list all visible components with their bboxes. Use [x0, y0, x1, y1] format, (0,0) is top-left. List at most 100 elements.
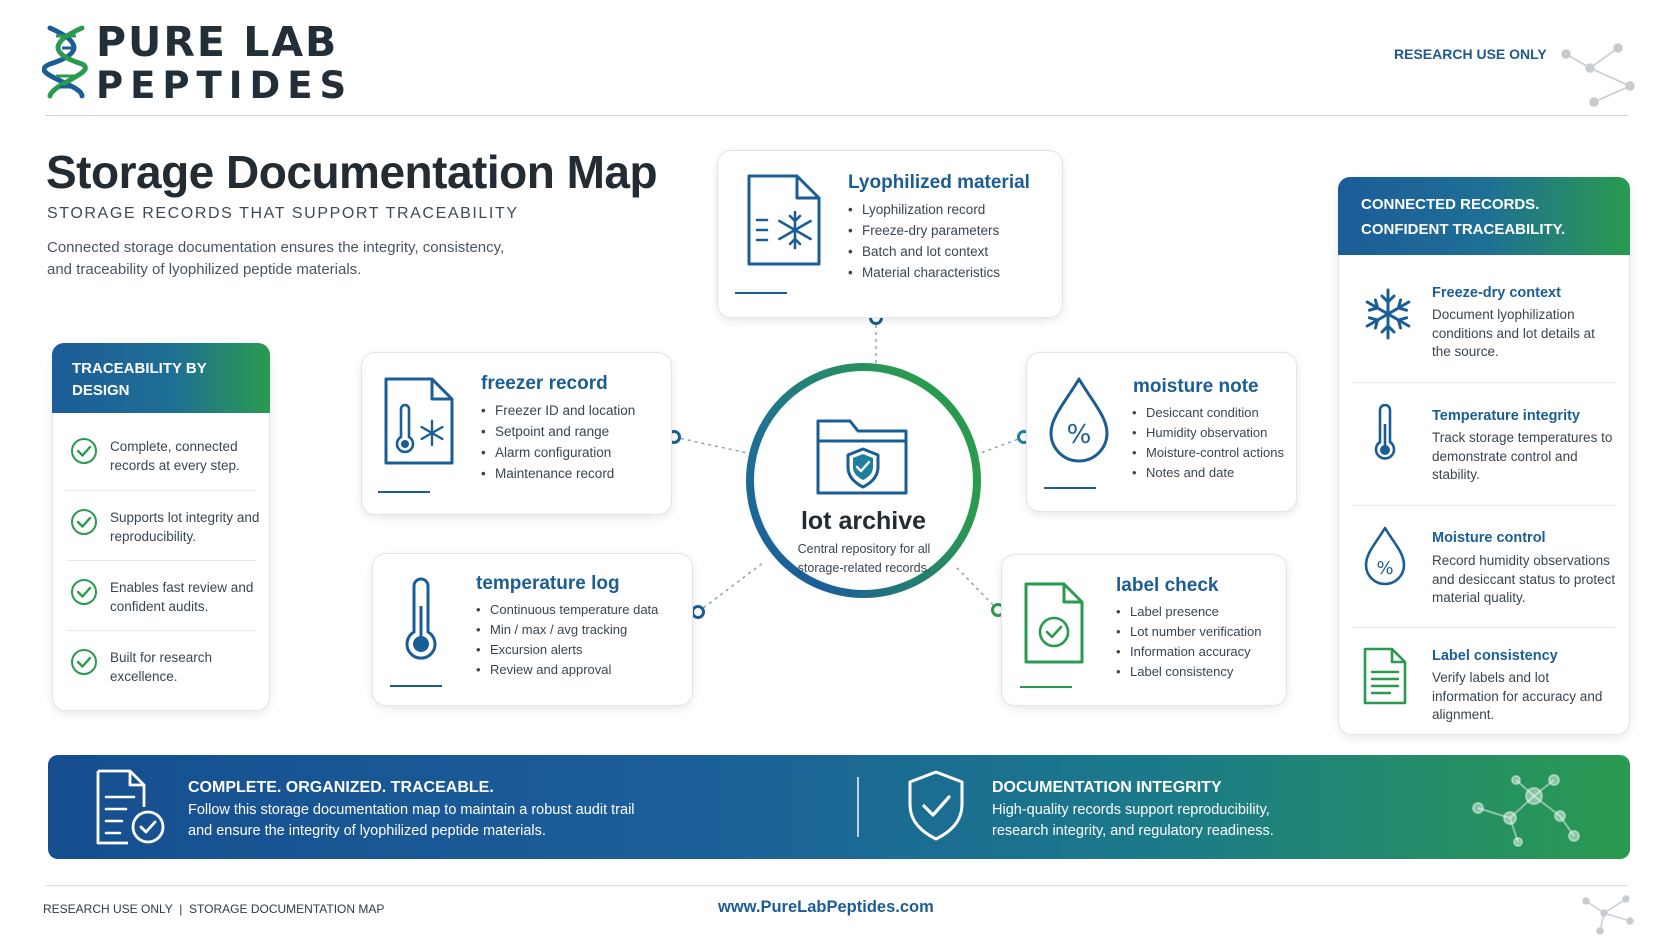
banner-left-title: COMPLETE. ORGANIZED. TRACEABLE. [188, 779, 494, 796]
divider [66, 560, 256, 561]
list-item: Batch and lot context [848, 241, 1000, 262]
list-item: Desiccant condition [1132, 403, 1284, 423]
list-item: Freeze-dry parameters [848, 220, 1000, 241]
list-item: Min / max / avg tracking [476, 620, 658, 640]
bottom-banner [48, 755, 1630, 859]
molecule-icon [1561, 43, 1635, 107]
card-list: Label presence Lot number verification I… [1116, 602, 1262, 682]
divider [1353, 627, 1615, 628]
connected-item-text: Document lyophilization conditions and l… [1432, 307, 1595, 359]
hub-title: lot archive [800, 507, 927, 535]
connected-records-header [1338, 177, 1630, 255]
svg-text:%: % [1376, 558, 1393, 579]
list-item: Alarm configuration [481, 442, 635, 463]
check-circle-icon [71, 509, 97, 535]
traceability-item-text: Supports lot integrity and reproducibili… [110, 510, 260, 544]
connected-item-title: Moisture control [1432, 530, 1546, 546]
snowflake-icon [1365, 288, 1411, 340]
list-item: Label presence [1116, 602, 1262, 622]
card-underline [1044, 487, 1096, 489]
card-underline [735, 292, 787, 294]
list-item: Label consistency [1116, 662, 1262, 682]
list-item: Lyophilization record [848, 199, 1000, 220]
page-subtitle: STORAGE RECORDS THAT SUPPORT TRACEABILIT… [47, 205, 519, 222]
header-divider [46, 115, 1628, 116]
check-circle-icon [71, 438, 97, 464]
list-item: Material characteristics [848, 262, 1000, 283]
lot-archive-hub-inner [754, 371, 973, 590]
card-list: Continuous temperature data Min / max / … [476, 600, 658, 680]
check-circle-icon [71, 649, 97, 675]
droplet-percent-icon: % [1049, 377, 1109, 463]
list-item: Setpoint and range [481, 421, 635, 442]
intro-text: Connected storage documentation ensures … [47, 239, 505, 278]
footer-label: RESEARCH USE ONLY | STORAGE DOCUMENTATIO… [43, 902, 385, 916]
divider [1353, 505, 1615, 506]
card-underline [378, 491, 430, 493]
connected-item-text: Record humidity observations and desicca… [1432, 553, 1616, 605]
traceability-item-text: Built for research excellence. [110, 650, 213, 684]
connected-item-title: Temperature integrity [1432, 408, 1580, 424]
card-title: Lyophilized material [848, 172, 1030, 193]
connected-item-title: Freeze-dry context [1432, 285, 1561, 301]
traceability-panel-heading: TRACEABILITY BY DESIGN [72, 360, 207, 399]
card-title: label check [1116, 575, 1219, 596]
footer-divider [46, 885, 1628, 886]
brand-name-line2: PEPTIDES [96, 64, 354, 107]
connected-item-text: Verify labels and lot information for ac… [1432, 670, 1603, 722]
check-circle-icon [71, 579, 97, 605]
card-list: Lyophilization record Freeze-dry paramet… [848, 199, 1000, 283]
thermometer-icon [405, 577, 437, 660]
brand-logo: PURE LAB PEPTIDES [96, 18, 354, 107]
divider [1353, 382, 1615, 383]
banner-separator [857, 777, 859, 837]
list-item: Freezer ID and location [481, 400, 635, 421]
card-underline [1020, 686, 1072, 688]
list-item: Lot number verification [1116, 622, 1262, 642]
thermometer-icon [1374, 404, 1396, 460]
card-title: moisture note [1133, 376, 1259, 397]
banner-right-title: DOCUMENTATION INTEGRITY [992, 779, 1222, 796]
connected-records-panel [1338, 177, 1630, 735]
divider [66, 490, 256, 491]
research-use-only-label: RESEARCH USE ONLY [1394, 46, 1547, 62]
list-item: Moisture-control actions [1132, 443, 1284, 463]
traceability-item-text: Enables fast review and confident audits… [110, 580, 254, 614]
banner-left-text: Follow this storage documentation map to… [188, 802, 635, 839]
page-title: Storage Documentation Map [46, 146, 658, 198]
droplet-percent-icon: % [1364, 526, 1406, 586]
list-item: Maintenance record [481, 463, 635, 484]
connected-item-text: Track storage temperatures to demonstrat… [1432, 430, 1613, 482]
connected-item-title: Label consistency [1432, 648, 1558, 664]
document-check-icon [1024, 582, 1084, 664]
shield-check-icon [908, 770, 964, 841]
list-item: Information accuracy [1116, 642, 1262, 662]
connected-records-heading: CONNECTED RECORDS. CONFIDENT TRACEABILIT… [1361, 196, 1566, 238]
card-list: Desiccant condition Humidity observation… [1132, 403, 1284, 483]
traceability-panel-header [52, 343, 270, 413]
molecule-icon [1472, 774, 1580, 847]
list-item: Humidity observation [1132, 423, 1284, 443]
traceability-item-text: Complete, connected records at every ste… [110, 439, 240, 473]
list-item: Notes and date [1132, 463, 1284, 483]
svg-text:%: % [1067, 420, 1092, 450]
card-title: temperature log [476, 573, 620, 594]
card-list: Freezer ID and location Setpoint and ran… [481, 400, 635, 484]
molecule-icon [1582, 895, 1634, 935]
divider [66, 630, 256, 631]
list-item: Excursion alerts [476, 640, 658, 660]
card-title: freezer record [481, 373, 608, 394]
document-lines-icon [1363, 647, 1407, 705]
document-snowflake-icon [747, 174, 821, 266]
list-item: Review and approval [476, 660, 658, 680]
list-item: Continuous temperature data [476, 600, 658, 620]
card-underline [390, 685, 442, 687]
hub-description: Central repository for all storage-relat… [797, 542, 931, 575]
brand-name-line1: PURE LAB [96, 18, 339, 66]
document-thermometer-icon [384, 377, 454, 465]
folder-shield-icon [816, 419, 908, 495]
dna-logo-icon [42, 25, 88, 99]
banner-right-text: High-quality records support reproducibi… [992, 802, 1274, 839]
website-link[interactable]: www.PureLabPeptides.com [718, 898, 934, 916]
document-check-icon [96, 769, 165, 845]
